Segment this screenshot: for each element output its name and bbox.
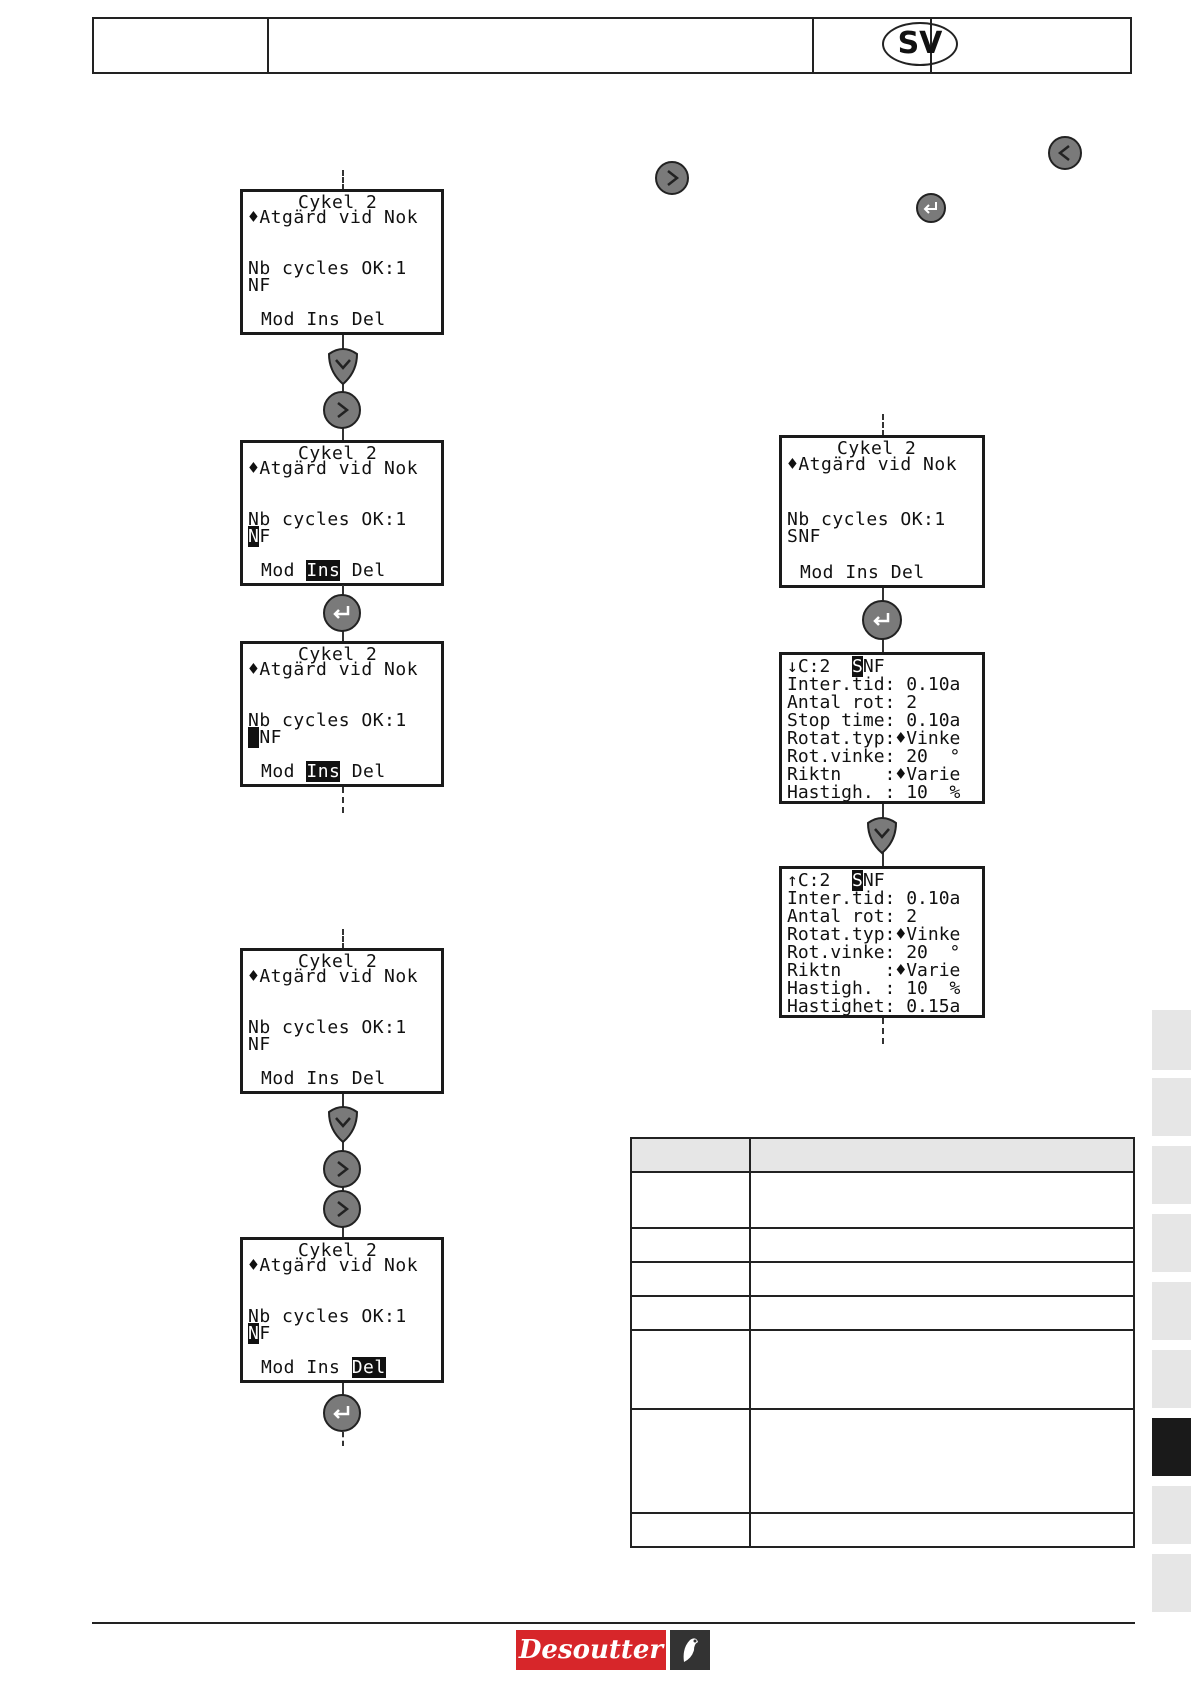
lcd-line: Nb cycles OK:1 bbox=[248, 1017, 407, 1038]
language-badge: SV bbox=[882, 22, 958, 66]
lcd-line: Inter.tid: 0.10a bbox=[787, 674, 961, 695]
flow-line bbox=[342, 1383, 344, 1395]
lcd-line: NF bbox=[248, 275, 271, 296]
lcd-line: Cykel 2 bbox=[298, 443, 378, 464]
enter-key-icon bbox=[916, 193, 946, 223]
down-arrow-key-icon bbox=[866, 817, 898, 855]
lcd-menu: Mod Ins Del bbox=[261, 309, 386, 330]
table-row bbox=[630, 1261, 1135, 1297]
lcd-line: ♦Atgärd vid Nok bbox=[787, 454, 958, 475]
flow-dash bbox=[342, 929, 344, 949]
lcd-line: Cykel 2 bbox=[298, 951, 378, 972]
side-tab[interactable] bbox=[1152, 1554, 1191, 1612]
side-tab-active[interactable] bbox=[1152, 1418, 1191, 1476]
lcd-line: ♦Atgärd vid Nok bbox=[248, 207, 419, 228]
footer-rule bbox=[92, 1622, 1135, 1624]
table-row bbox=[630, 1295, 1135, 1331]
lcd-line: Nb cycles OK:1 bbox=[248, 509, 407, 530]
enter-key-icon bbox=[862, 600, 902, 640]
lcd-line: Rot.vinke: 20 ° bbox=[787, 746, 961, 767]
lcd-line: Inter.tid: 0.10a bbox=[787, 888, 961, 909]
lcd-line: Stop time: 0.10a bbox=[787, 710, 961, 731]
lcd-line: Hastigh. : 10 % bbox=[787, 978, 961, 999]
flow-dash bbox=[882, 1018, 884, 1044]
lcd-line: Riktn :♦Varie bbox=[787, 960, 961, 981]
side-tab[interactable] bbox=[1152, 1214, 1191, 1272]
lcd-screen: Cykel 2 ♦Atgärd vid Nok Nb cycles OK:1 N… bbox=[240, 948, 444, 1094]
lcd-screen: Cykel 2 ♦Atgärd vid Nok Nb cycles OK:1 N… bbox=[240, 641, 444, 787]
down-arrow-key-icon bbox=[327, 348, 359, 386]
lcd-menu: Mod Ins Del bbox=[261, 1357, 386, 1378]
left-arrow-key-icon bbox=[1048, 136, 1082, 170]
lcd-line: Nb cycles OK:1 bbox=[248, 1306, 407, 1327]
lcd-line: NF bbox=[248, 1323, 271, 1344]
down-arrow-key-icon bbox=[327, 1106, 359, 1144]
flow-line bbox=[342, 335, 344, 440]
lcd-line: Rot.vinke: 20 ° bbox=[787, 942, 961, 963]
header-divider bbox=[267, 19, 269, 72]
table-row bbox=[630, 1329, 1135, 1410]
lcd-menu: Mod Ins Del bbox=[261, 761, 386, 782]
lcd-menu: Mod Ins Del bbox=[261, 560, 386, 581]
right-arrow-key-icon bbox=[655, 161, 689, 195]
table-row bbox=[630, 1512, 1135, 1548]
flow-dash bbox=[342, 170, 344, 190]
right-arrow-key-icon bbox=[323, 391, 361, 429]
side-tab[interactable] bbox=[1152, 1282, 1191, 1340]
lcd-line: Cykel 2 bbox=[837, 438, 917, 459]
flow-dash bbox=[342, 1432, 344, 1446]
brand-bird-icon bbox=[670, 1630, 710, 1670]
lcd-line: Cykel 2 bbox=[298, 644, 378, 665]
lcd-screen: ↑C:2 SNF Inter.tid: 0.10a Antal rot: 2 R… bbox=[779, 866, 985, 1018]
lcd-line: ↓C:2 SNF bbox=[787, 656, 885, 677]
lcd-line: ♦Atgärd vid Nok bbox=[248, 458, 419, 479]
lcd-line: Nb cycles OK:1 bbox=[787, 509, 946, 530]
lcd-line: Antal rot: 2 bbox=[787, 906, 918, 927]
lcd-line: Antal rot: 2 bbox=[787, 692, 918, 713]
lcd-screen: Cykel 2 ♦Atgärd vid Nok Nb cycles OK:1 N… bbox=[240, 1237, 444, 1383]
right-arrow-key-icon bbox=[323, 1150, 361, 1188]
lcd-screen: ↓C:2 SNF Inter.tid: 0.10a Antal rot: 2 S… bbox=[779, 652, 985, 804]
lcd-menu: Mod Ins Del bbox=[261, 1068, 386, 1089]
lcd-line: NF bbox=[248, 526, 271, 547]
flow-dash bbox=[882, 414, 884, 436]
lcd-menu: Mod Ins Del bbox=[800, 562, 925, 583]
table-row bbox=[630, 1408, 1135, 1514]
lcd-line: ♦Atgärd vid Nok bbox=[248, 659, 419, 680]
side-tab[interactable] bbox=[1152, 1486, 1191, 1544]
lcd-line: Riktn :♦Varie bbox=[787, 764, 961, 785]
side-tab[interactable] bbox=[1152, 1010, 1191, 1070]
lcd-line: Nb cycles OK:1 bbox=[248, 258, 407, 279]
page-header bbox=[92, 17, 1132, 74]
lcd-line: Cykel 2 bbox=[298, 1240, 378, 1261]
lcd-line: SNF bbox=[787, 526, 822, 547]
side-tab[interactable] bbox=[1152, 1350, 1191, 1408]
lcd-line: NF bbox=[248, 1034, 271, 1055]
header-divider bbox=[812, 19, 814, 72]
flow-dash bbox=[342, 787, 344, 813]
lcd-line: ♦Atgärd vid Nok bbox=[248, 966, 419, 987]
lcd-line: Rotat.typ:♦Vinke bbox=[787, 924, 961, 945]
right-arrow-key-icon bbox=[323, 1190, 361, 1228]
parameter-table bbox=[630, 1137, 1135, 1548]
side-tab[interactable] bbox=[1152, 1146, 1191, 1204]
table-header-row bbox=[630, 1137, 1135, 1173]
lcd-line: Hastigh. : 10 % bbox=[787, 782, 961, 803]
table-row bbox=[630, 1227, 1135, 1263]
side-tab[interactable] bbox=[1152, 1078, 1191, 1136]
table-row bbox=[630, 1171, 1135, 1229]
lcd-line: Nb cycles OK:1 bbox=[248, 710, 407, 731]
brand-logo: Desoutter bbox=[516, 1630, 666, 1670]
lcd-line: Hastighet: 0.15a bbox=[787, 996, 961, 1017]
lcd-line: ♦Atgärd vid Nok bbox=[248, 1255, 419, 1276]
lcd-line: Rotat.typ:♦Vinke bbox=[787, 728, 961, 749]
lcd-line: Cykel 2 bbox=[298, 192, 378, 213]
lcd-screen: Cykel 2 ♦Atgärd vid Nok Nb cycles OK:1 N… bbox=[240, 440, 444, 586]
enter-key-icon bbox=[323, 594, 361, 632]
lcd-line: ↑C:2 SNF bbox=[787, 870, 885, 891]
enter-key-icon bbox=[323, 1394, 361, 1432]
lcd-screen: Cykel 2 ♦Atgärd vid Nok Nb cycles OK:1 N… bbox=[240, 189, 444, 335]
lcd-line: NF bbox=[248, 727, 282, 748]
lcd-screen: Cykel 2 ♦Atgärd vid Nok Nb cycles OK:1 S… bbox=[779, 435, 985, 588]
